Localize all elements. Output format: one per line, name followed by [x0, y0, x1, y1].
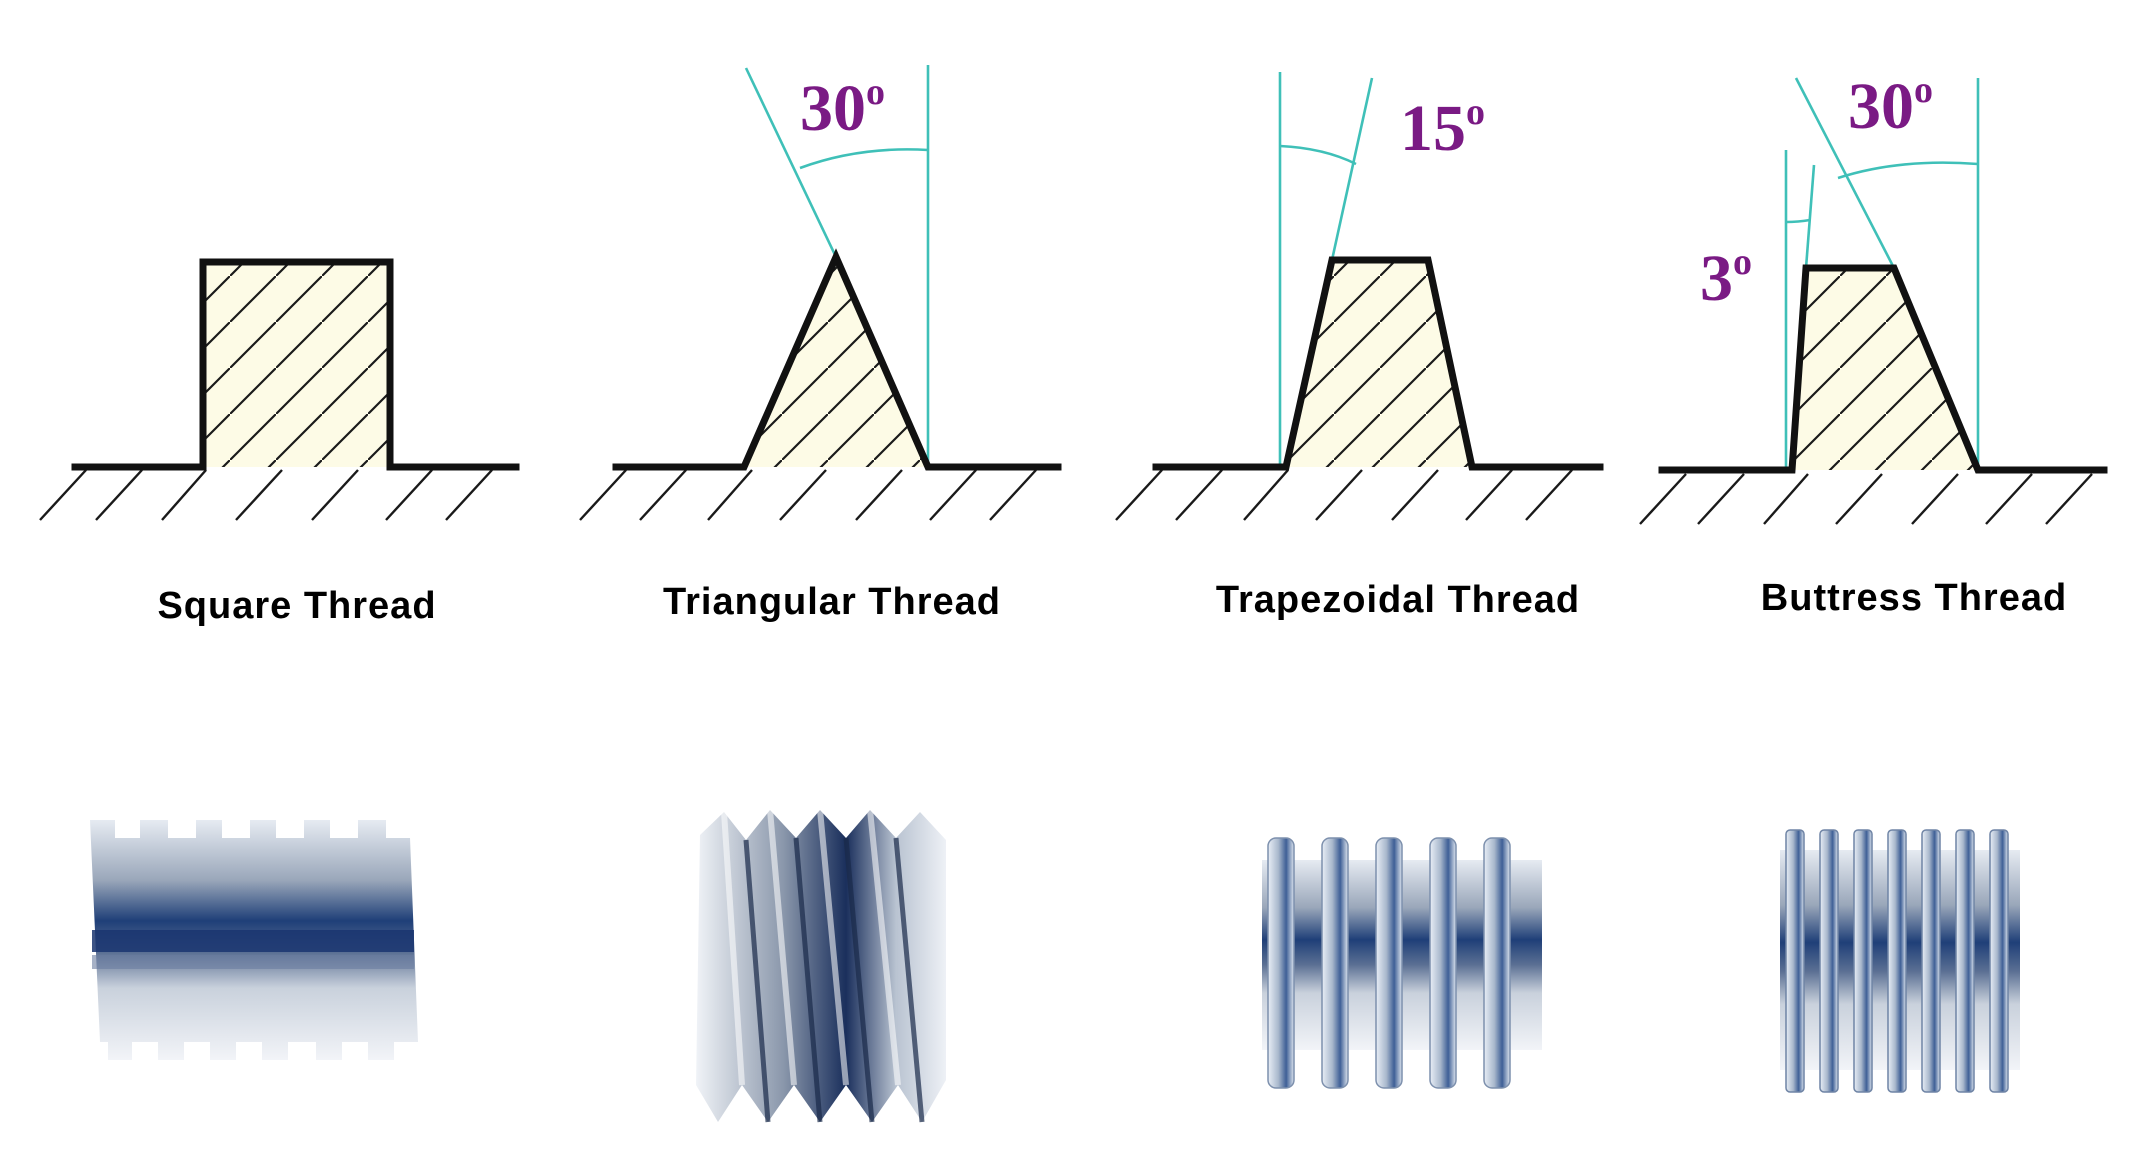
trapezoidal-thread-caption: Trapezoidal Thread [1216, 579, 1580, 621]
ground-hatch [1115, 469, 1573, 521]
reference-line-flank [744, 67, 838, 258]
triangular-thread-image [696, 809, 946, 1123]
buttress-thread-caption: Buttress Thread [1761, 577, 2067, 619]
buttress-tooth-outline [1658, 264, 2108, 474]
trapezoidal-thread-image [1262, 837, 1542, 1089]
buttress-tooth-fill [1792, 268, 1978, 470]
buttress-small-angle-label: 3o [1700, 241, 1752, 315]
trapezoidal-angle-label: 15o [1400, 91, 1485, 165]
ground-hatch [39, 469, 493, 521]
reference-line-flank-left [1804, 164, 1816, 269]
square-thread-caption: Square Thread [157, 585, 436, 627]
square-tooth-outline [71, 258, 520, 471]
square-tooth-fill [203, 262, 390, 467]
triangular-thread-profile [579, 65, 1062, 521]
reference-line-flank [1330, 77, 1374, 261]
trapezoidal-thread-profile [1115, 72, 1604, 521]
trapezoidal-tooth-fill [1286, 260, 1472, 467]
angle-arc [1279, 144, 1357, 166]
reference-line-flank-right [1794, 77, 1896, 269]
triangular-thread-body [696, 810, 946, 1122]
triangular-thread-caption: Triangular Thread [663, 581, 1001, 623]
triangular-angle-label: 30o [800, 71, 885, 145]
square-thread-image [90, 820, 418, 1060]
triangular-tooth-outline [612, 248, 1062, 471]
angle-arc [1837, 161, 1979, 180]
ground-hatch [1639, 473, 2093, 525]
buttress-angle-label: 30o [1848, 69, 1933, 143]
trapezoidal-tooth-outline [1152, 256, 1604, 471]
buttress-thread-fins [1785, 829, 2009, 1093]
buttress-thread-profile [1639, 77, 2108, 525]
square-thread-profile [39, 258, 520, 521]
trapezoidal-thread-fins [1267, 837, 1511, 1089]
angle-arc [799, 148, 929, 170]
buttress-thread-image [1780, 829, 2020, 1093]
triangular-tooth-fill [744, 257, 928, 467]
angle-arc-small [1785, 218, 1811, 224]
ground-hatch [579, 469, 1037, 521]
